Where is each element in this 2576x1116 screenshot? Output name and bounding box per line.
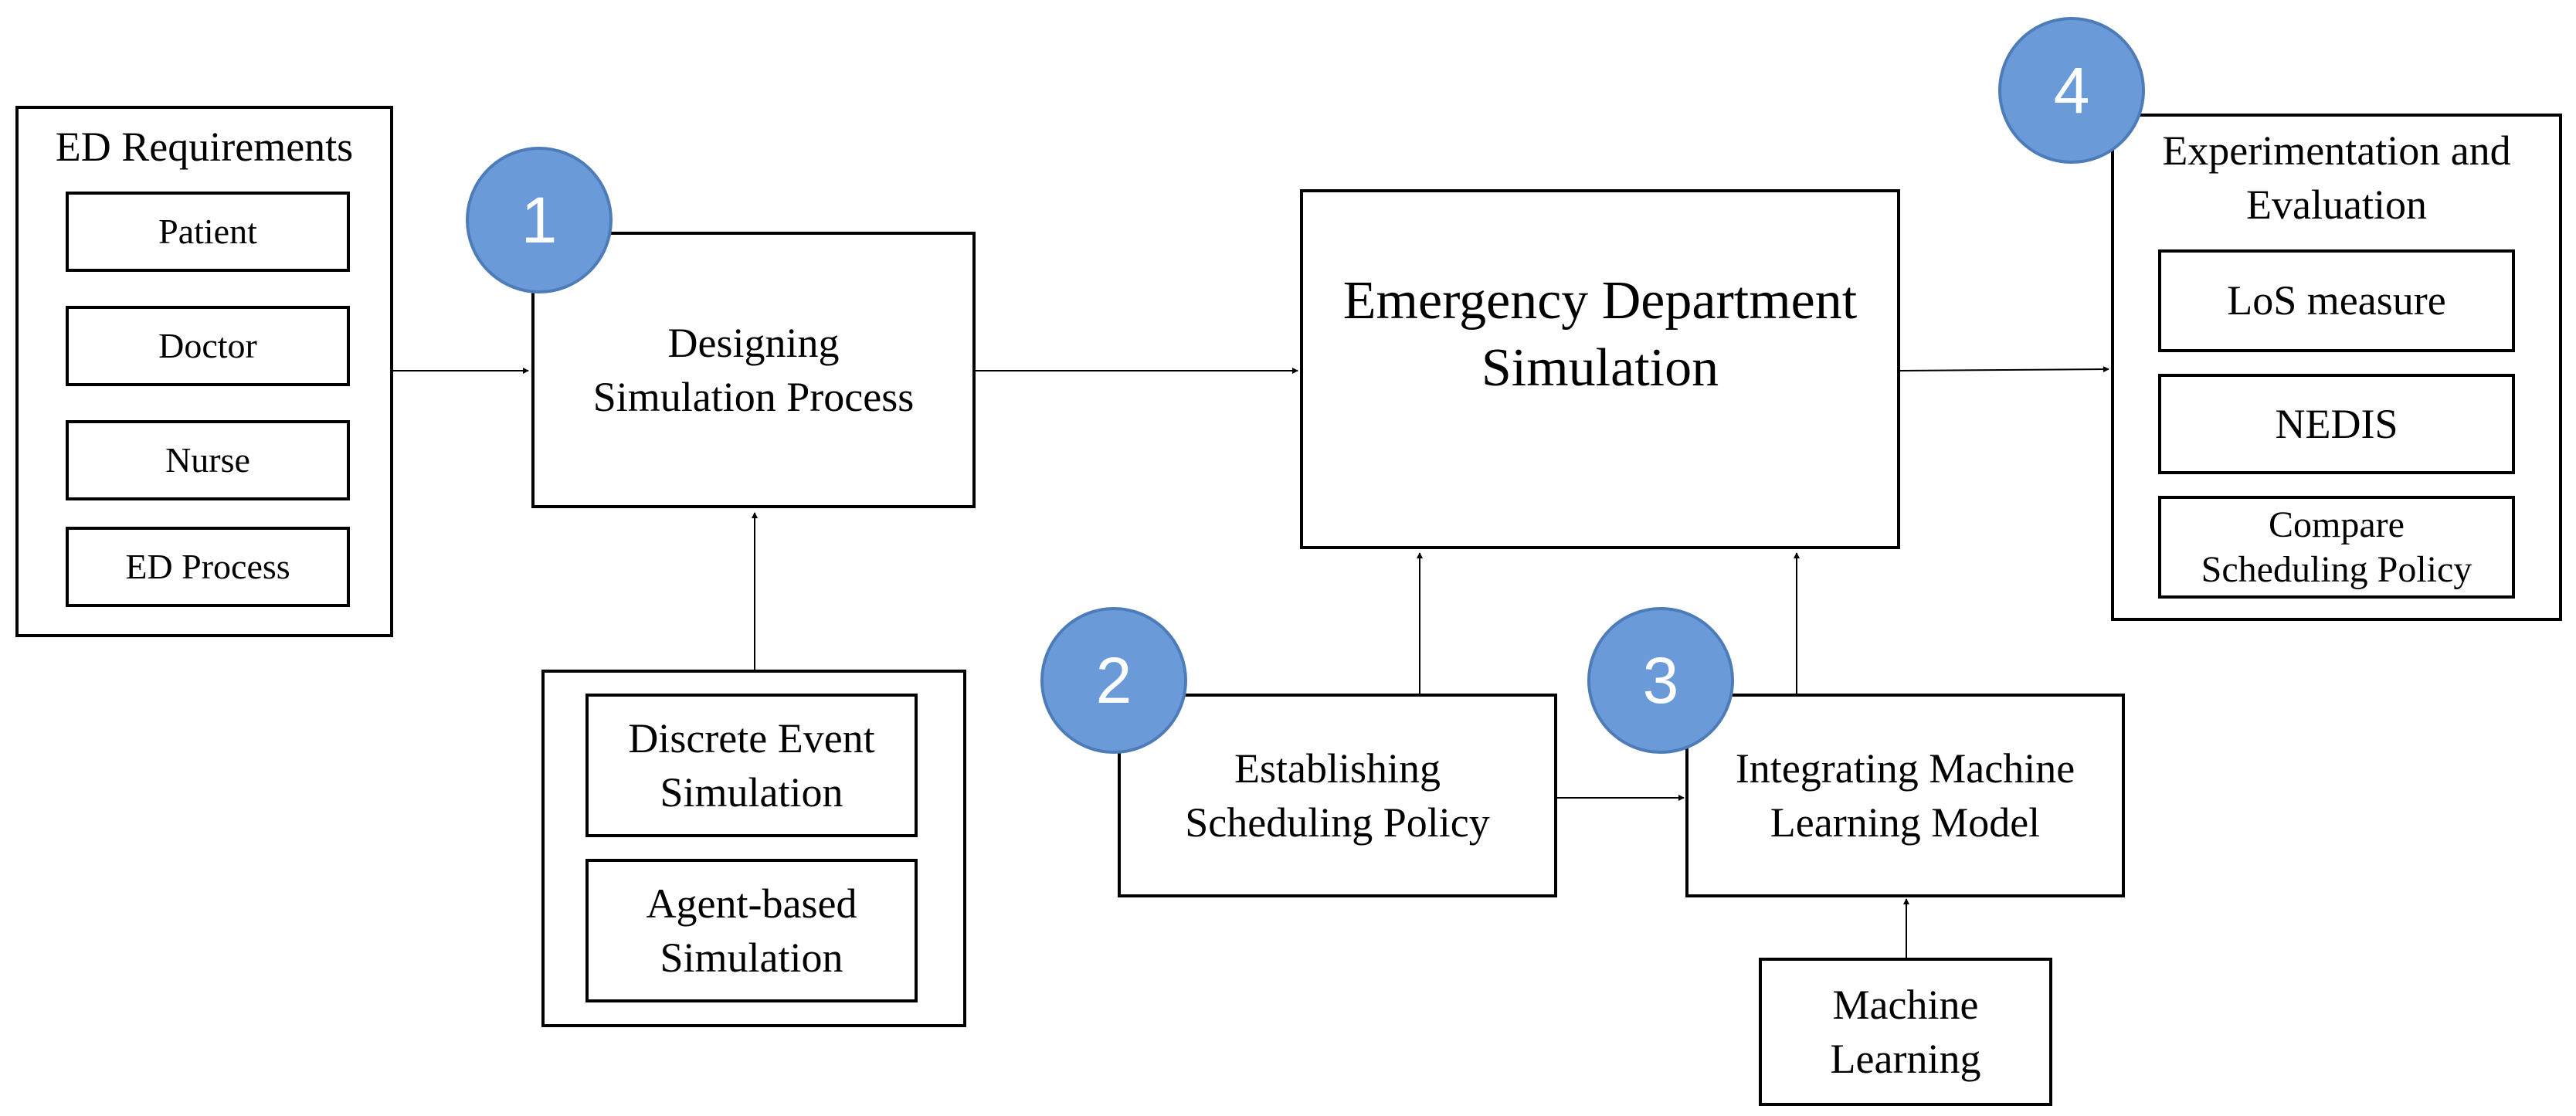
step-4-badge: 4	[1998, 17, 2145, 164]
evaluation-compare-scheduling-policy: Compare Scheduling Policy	[2158, 496, 2515, 599]
step-3-badge: 3	[1587, 607, 1734, 754]
emergency-department-simulation-box: Emergency Department Simulation	[1300, 189, 1900, 549]
step-2-badge: 2	[1040, 607, 1187, 754]
requirement-patient: Patient	[66, 192, 350, 272]
evaluation-nedis: NEDIS	[2158, 374, 2515, 474]
requirement-doctor: Doctor	[66, 306, 350, 386]
establishing-scheduling-policy-box: Establishing Scheduling Policy	[1118, 694, 1557, 897]
evaluation-los-measure: LoS measure	[2158, 249, 2515, 352]
integrating-ml-model-box: Integrating Machine Learning Model	[1685, 694, 2125, 897]
requirement-nurse: Nurse	[66, 420, 350, 500]
designing-simulation-process-box: Designing Simulation Process	[531, 232, 976, 508]
arrow-simulation-to-evaluation	[1899, 366, 2109, 373]
experimentation-evaluation-title: Experimentation and Evaluation	[2162, 127, 2511, 228]
machine-learning-box: Machine Learning	[1759, 958, 2052, 1106]
ed-requirements-title: ED Requirements	[55, 123, 354, 170]
step-1-badge: 1	[466, 147, 613, 293]
method-discrete-event: Discrete Event Simulation	[585, 694, 918, 837]
requirement-ed-process: ED Process	[66, 527, 350, 607]
method-agent-based: Agent-based Simulation	[585, 859, 918, 1002]
